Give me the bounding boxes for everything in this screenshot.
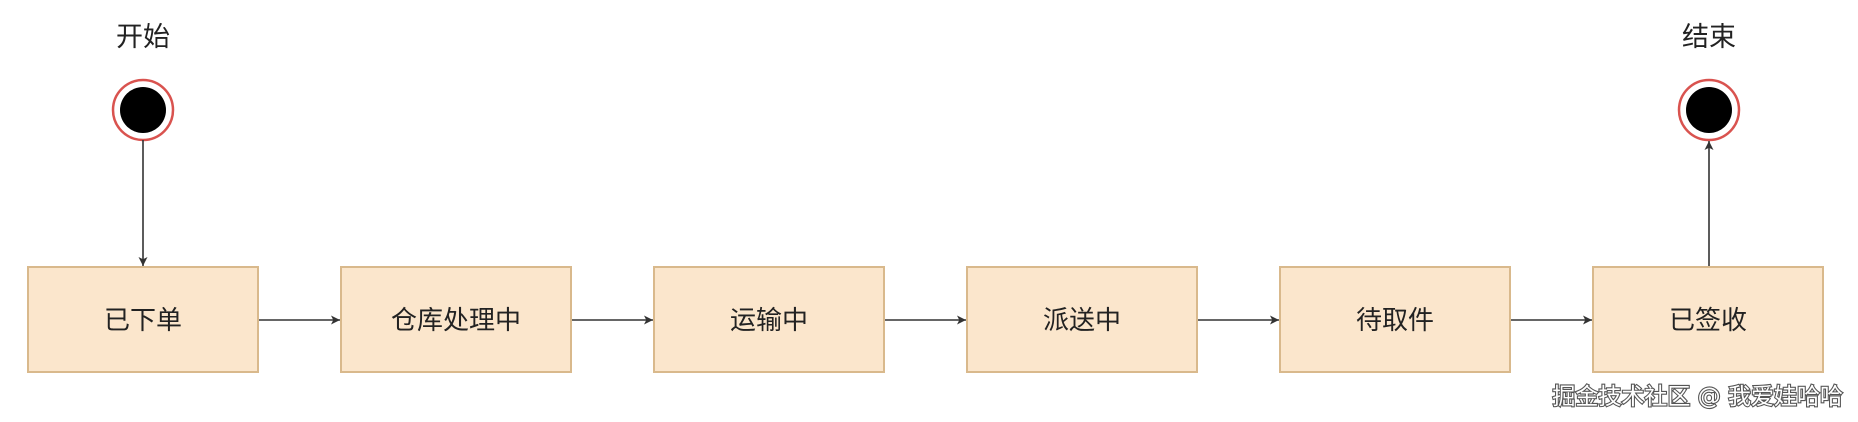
state-box: [27, 266, 259, 373]
end-dot: [1686, 87, 1732, 133]
state-box: [340, 266, 572, 373]
start-label: 开始: [116, 22, 170, 53]
state-warehouse: 仓库处理中: [340, 266, 572, 373]
state-box: [966, 266, 1198, 373]
edges: [138, 140, 1714, 325]
state-label: 已下单: [104, 306, 182, 336]
state-label: 运输中: [730, 306, 808, 336]
state-label: 已签收: [1669, 306, 1747, 336]
state-shipping: 运输中: [653, 266, 885, 373]
watermark-text: 掘金技术社区 @ 我爱娃哈哈: [1552, 384, 1843, 410]
state-label: 待取件: [1356, 306, 1434, 336]
start-node: 开始: [111, 22, 175, 142]
state-delivering: 派送中: [966, 266, 1198, 373]
end-label: 结束: [1682, 22, 1736, 53]
start-dot: [120, 87, 166, 133]
state-label: 派送中: [1043, 306, 1121, 336]
end-node: 结束: [1677, 22, 1741, 142]
state-label: 仓库处理中: [391, 306, 521, 336]
state-box: [1279, 266, 1511, 373]
state-signed: 已签收: [1592, 266, 1824, 373]
state-pickup: 待取件: [1279, 266, 1511, 373]
state-box: [1592, 266, 1824, 373]
state-ordered: 已下单: [27, 266, 259, 373]
state-box: [653, 266, 885, 373]
